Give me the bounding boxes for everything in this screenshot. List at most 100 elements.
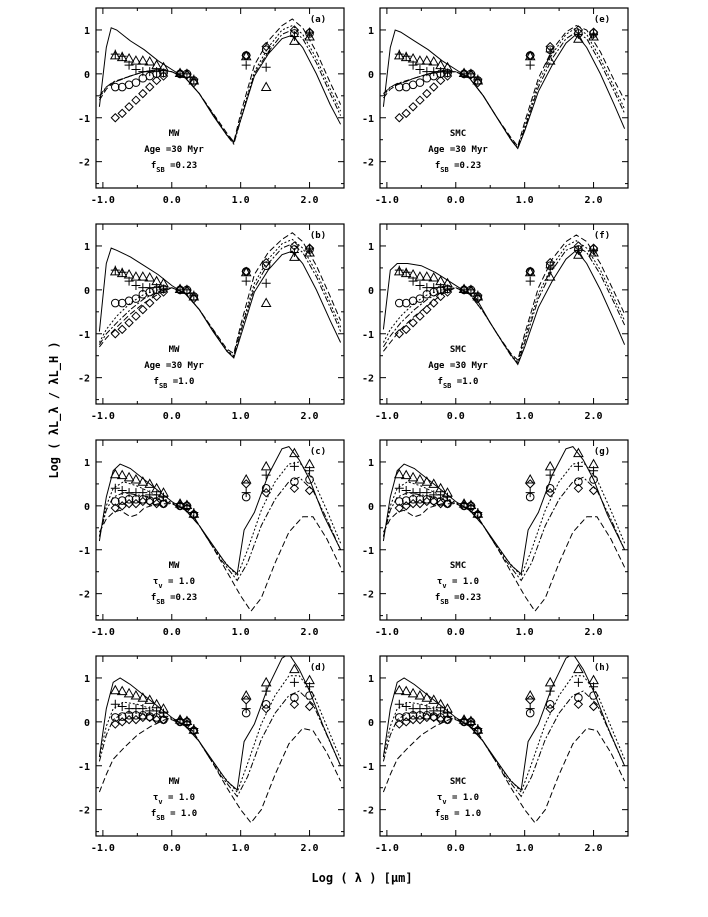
point-plus <box>261 62 271 72</box>
point-diamond <box>241 479 251 489</box>
point-diamond <box>401 324 411 335</box>
point-diamond <box>182 719 192 729</box>
point-triangle <box>414 689 426 700</box>
panel-frame <box>379 439 629 621</box>
x-tick-label: 0.0 <box>447 411 465 422</box>
point-diamond <box>145 298 155 308</box>
point-circle <box>394 298 404 308</box>
y-tick-label: 1 <box>368 26 374 37</box>
point-diamond <box>466 503 476 513</box>
point-plus <box>110 49 120 59</box>
point-diamond <box>473 509 483 520</box>
point-circle <box>241 708 251 718</box>
point-diamond <box>117 108 127 119</box>
panel-annotation-line: MW <box>169 561 180 571</box>
panel-annotation-line: τv = 1.0 <box>437 577 479 590</box>
y-tick-label: 1 <box>84 26 90 37</box>
point-triangle <box>428 272 440 282</box>
point-plus <box>261 278 271 288</box>
point-circle <box>574 477 583 487</box>
point-circle <box>443 284 452 294</box>
y-tick-label: 0 <box>84 286 90 297</box>
point-circle <box>117 496 127 505</box>
point-triangle <box>544 460 556 471</box>
point-circle <box>117 712 127 721</box>
point-diamond <box>573 483 584 494</box>
point-diamond <box>131 498 141 509</box>
y-tick-label: -2 <box>78 590 90 601</box>
point-circle <box>401 712 411 721</box>
panel-annotation-line: Age =30 Myr <box>428 145 488 155</box>
y-tick-label: 1 <box>84 242 90 253</box>
panel-annotation-line: fSB =1.0 <box>438 377 479 390</box>
x-tick-label: 2.0 <box>585 843 603 854</box>
point-circle <box>436 285 445 295</box>
series-line-dotted <box>98 461 342 578</box>
x-tick-label: 0.0 <box>447 843 465 854</box>
series-line-dotted <box>382 675 626 794</box>
y-tick-label: -1 <box>362 330 374 341</box>
point-triangle <box>393 49 405 60</box>
point-circle <box>110 497 120 506</box>
x-tick-label: -1.0 <box>91 411 115 422</box>
point-triangle <box>130 689 142 700</box>
series-line-solid <box>382 29 626 150</box>
series-line-dotted <box>382 461 626 578</box>
x-tick-label: -1.0 <box>375 843 399 854</box>
point-triangle <box>414 473 426 484</box>
point-circle <box>443 68 452 78</box>
point-circle <box>290 29 299 38</box>
point-circle <box>473 292 483 301</box>
point-diamond <box>138 712 148 723</box>
y-tick-label: -2 <box>78 806 90 817</box>
point-diamond <box>158 287 169 297</box>
point-triangle <box>393 468 405 479</box>
point-circle <box>159 284 168 294</box>
point-diamond <box>138 496 148 507</box>
y-tick-label: -2 <box>362 374 374 385</box>
point-plus <box>394 265 404 275</box>
series-line-dashdot <box>383 31 626 150</box>
point-diamond <box>459 717 469 727</box>
point-diamond <box>422 88 432 99</box>
point-plus <box>573 461 583 471</box>
point-diamond <box>466 70 476 80</box>
panel-annotation-line: τv = 1.0 <box>153 793 195 806</box>
series-line-dashdot <box>382 245 626 365</box>
point-diamond <box>459 69 469 79</box>
y-tick-label: 0 <box>368 502 374 513</box>
panel-annotation-line: fSB =1.0 <box>154 377 195 390</box>
point-triangle <box>137 692 149 702</box>
point-triangle <box>407 687 419 698</box>
y-tick-label: 1 <box>368 242 374 253</box>
point-triangle <box>407 471 419 482</box>
panel-frame <box>95 223 345 405</box>
point-diamond <box>459 285 469 295</box>
point-triangle <box>573 663 584 674</box>
point-plus <box>289 461 299 471</box>
point-triangle <box>393 265 405 276</box>
point-plus <box>589 466 599 476</box>
point-diamond <box>131 311 141 321</box>
point-diamond <box>429 496 439 507</box>
point-circle <box>182 717 192 727</box>
point-diamond <box>158 714 169 725</box>
y-tick-label: -1 <box>362 546 374 557</box>
point-plus <box>415 64 425 74</box>
series-line-solid <box>382 249 626 366</box>
series-line-dashdot <box>98 476 342 582</box>
point-diamond <box>442 287 453 297</box>
point-triangle <box>428 56 440 66</box>
point-diamond <box>408 318 418 328</box>
y-tick-label: 1 <box>368 458 374 469</box>
series-line-solid <box>98 656 342 791</box>
point-triangle <box>421 476 433 486</box>
point-triangle <box>400 469 412 480</box>
point-triangle <box>109 265 121 276</box>
point-triangle <box>137 271 149 281</box>
x-tick-label: 0.0 <box>163 195 181 206</box>
point-plus <box>117 51 127 61</box>
panel-frame <box>95 439 345 621</box>
point-triangle <box>400 685 412 696</box>
point-circle <box>415 494 425 504</box>
